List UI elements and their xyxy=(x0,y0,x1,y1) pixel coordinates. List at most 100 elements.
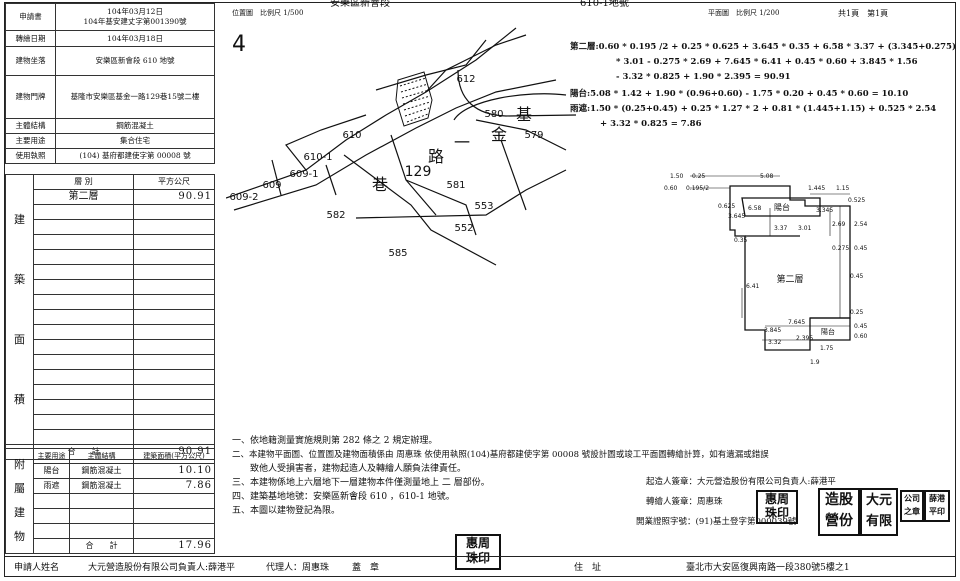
site-plan-map: 612 610 580 579 610-1 609-1 609 609-2 58… xyxy=(226,27,577,266)
road-char: 巷 xyxy=(372,175,388,194)
area-header-sqm: 平方公尺 xyxy=(133,174,215,190)
dim-label: 2.395 xyxy=(796,335,813,342)
dim-label: 3.37 xyxy=(774,225,788,232)
dim-label: 2.54 xyxy=(854,221,868,228)
balcony-label-bottom: 陽台 xyxy=(821,327,835,336)
note-line: 一、依地籍測量實施規則第 282 條之 2 規定辦理。 xyxy=(232,436,438,446)
area-floor: 第二層 xyxy=(33,189,134,205)
builder-signature: 起造人簽章：大元營造股份有限公司負責人:薛港平 xyxy=(646,477,836,487)
dim-label: 3.01 xyxy=(798,225,812,232)
agent-stamp: 惠周 珠印 xyxy=(455,534,501,570)
header-title: 安樂區新會段 xyxy=(330,0,390,9)
attached-area: 10.10 xyxy=(133,463,215,479)
lot-label: 610 xyxy=(342,130,361,141)
info-label: 建物坐落 xyxy=(5,46,56,76)
header-lot-number: 610-1地號 xyxy=(580,0,629,9)
lot-label: 609 xyxy=(262,180,281,191)
road-number: 129 xyxy=(405,164,432,180)
road-char: 一 xyxy=(454,133,470,152)
road-char: 金 xyxy=(491,125,507,144)
lot-label: 612 xyxy=(456,74,475,85)
page-info: 共1頁 第1頁 xyxy=(838,9,889,18)
dim-label: 3.32 xyxy=(768,339,782,346)
area-value: 90.91 xyxy=(133,189,215,205)
lot-label: 610-1 xyxy=(303,152,332,163)
license-number: 開業證照字號：(91)基土登字第000039號 xyxy=(636,517,797,527)
attached-use: 陽台 xyxy=(33,463,70,479)
address-label: 住 址 xyxy=(574,563,602,573)
dim-label: 0.45 xyxy=(854,323,868,330)
dim-label: 3.645 xyxy=(728,213,745,220)
signatures: 起造人簽章：大元營造股份有限公司負責人:薛港平 轉繪人簽章：周惠珠 開業證照字號… xyxy=(636,474,836,530)
info-value: 104年03月18日 xyxy=(55,30,215,47)
area-vertical-label: 建築面積 xyxy=(5,174,34,445)
dim-label: 3.845 xyxy=(764,327,781,334)
note-line: 二、本建物平面圖、位置圖及建物面積係由 周惠珠 依使用執照(104)基府都建使字… xyxy=(232,450,769,460)
dim-label: 0.60 xyxy=(664,185,678,192)
dim-label: 1.9 xyxy=(810,359,820,366)
drafter-stamp: 惠周 珠印 xyxy=(756,490,798,524)
dim-label: 5.08 xyxy=(760,173,774,180)
dim-label: 0.45 xyxy=(850,273,864,280)
info-label: 使用執照 xyxy=(5,148,56,164)
lot-label: 585 xyxy=(388,248,407,259)
info-label: 轉繪日期 xyxy=(5,30,56,47)
seal-label: 蓋 章 xyxy=(352,563,380,573)
dim-label: 0.275 xyxy=(832,245,849,252)
note-line: 三、本建物係地上六層地下一層建物本件僅測量地上 二 層部份。 xyxy=(232,478,490,488)
notes: 一、依地籍測量實施規則第 282 條之 2 規定辦理。 二、本建物平面圖、位置圖… xyxy=(232,434,769,518)
attached-header-use: 主要用途 xyxy=(33,448,70,464)
attached-use: 雨遮 xyxy=(33,478,70,494)
dim-label: 1.445 xyxy=(808,185,825,192)
lot-label: 579 xyxy=(524,130,543,141)
dim-label: 0.60 xyxy=(854,333,868,340)
dim-label: 0.45 xyxy=(854,245,868,252)
company-stamp-2: 大元 有限 xyxy=(860,488,898,536)
info-value: 安樂區新會段 610 地號 xyxy=(55,46,215,76)
dim-label: 0.195/2 xyxy=(686,185,709,192)
address: 臺北市大安區復興南路一段380號5樓之1 xyxy=(686,563,850,573)
attached-structure: 鋼筋混凝土 xyxy=(69,478,134,494)
company-stamp: 造股 營份 xyxy=(818,488,860,536)
dim-label: 0.25 xyxy=(692,173,706,180)
north-mark: 4 xyxy=(232,32,246,57)
dim-label: 7.645 xyxy=(788,319,805,326)
attached-total-label: 合 計 xyxy=(69,538,134,554)
lot-label: 609-2 xyxy=(229,192,258,203)
attached-structure: 鋼筋混凝土 xyxy=(69,463,134,479)
info-label: 建物門牌 xyxy=(5,75,56,119)
info-value: 鋼筋混凝土 xyxy=(55,118,215,134)
floor-plan-drawing: 1.50 0.25 0.60 0.195/2 5.08 1.445 1.15 0… xyxy=(664,173,868,366)
dim-label: 6.41 xyxy=(746,283,760,290)
dim-label: 0.525 xyxy=(848,197,865,204)
dim-label: 1.15 xyxy=(836,185,850,192)
lot-label: 581 xyxy=(446,180,465,191)
dim-label: 1.50 xyxy=(670,173,684,180)
agent-label: 代理人：周惠珠 xyxy=(266,563,330,573)
applicant-label: 申請人姓名 xyxy=(14,563,60,573)
floor-plan-title: 平面圖 比例尺 1/200 xyxy=(708,9,780,17)
footer: 申請人姓名 大元營造股份有限公司負責人:薛港平 代理人：周惠珠 蓋 章 住 址 … xyxy=(4,556,956,578)
road-char: 基 xyxy=(516,105,532,124)
small-stamp: 公司 之章 xyxy=(900,490,924,522)
attached-vertical-label: 附屬建物 xyxy=(5,448,34,554)
info-value: (104) 基府都建使字第 00008 號 xyxy=(55,148,215,164)
room-label: 第二層 xyxy=(776,273,803,285)
lot-label: 609-1 xyxy=(289,169,318,180)
dim-label: 2.69 xyxy=(832,221,846,228)
lot-label: 580 xyxy=(484,109,503,120)
representative-stamp: 薛港 平印 xyxy=(924,490,950,522)
info-label: 申請書 xyxy=(5,3,56,31)
dim-label: 6.58 xyxy=(748,205,762,212)
note-line: 五、本圖以建物登記為限。 xyxy=(232,506,341,516)
info-label: 主要用途 xyxy=(5,133,56,149)
attached-total-value: 17.96 xyxy=(133,538,215,554)
info-value: 104年03月12日 104年基安建丈字第001390號 xyxy=(55,3,215,31)
info-value: 集合住宅 xyxy=(55,133,215,149)
attached-header-area: 建築面積(平方公尺) xyxy=(133,448,215,464)
attached-area: 7.86 xyxy=(133,478,215,494)
road-char: 路 xyxy=(428,147,444,166)
